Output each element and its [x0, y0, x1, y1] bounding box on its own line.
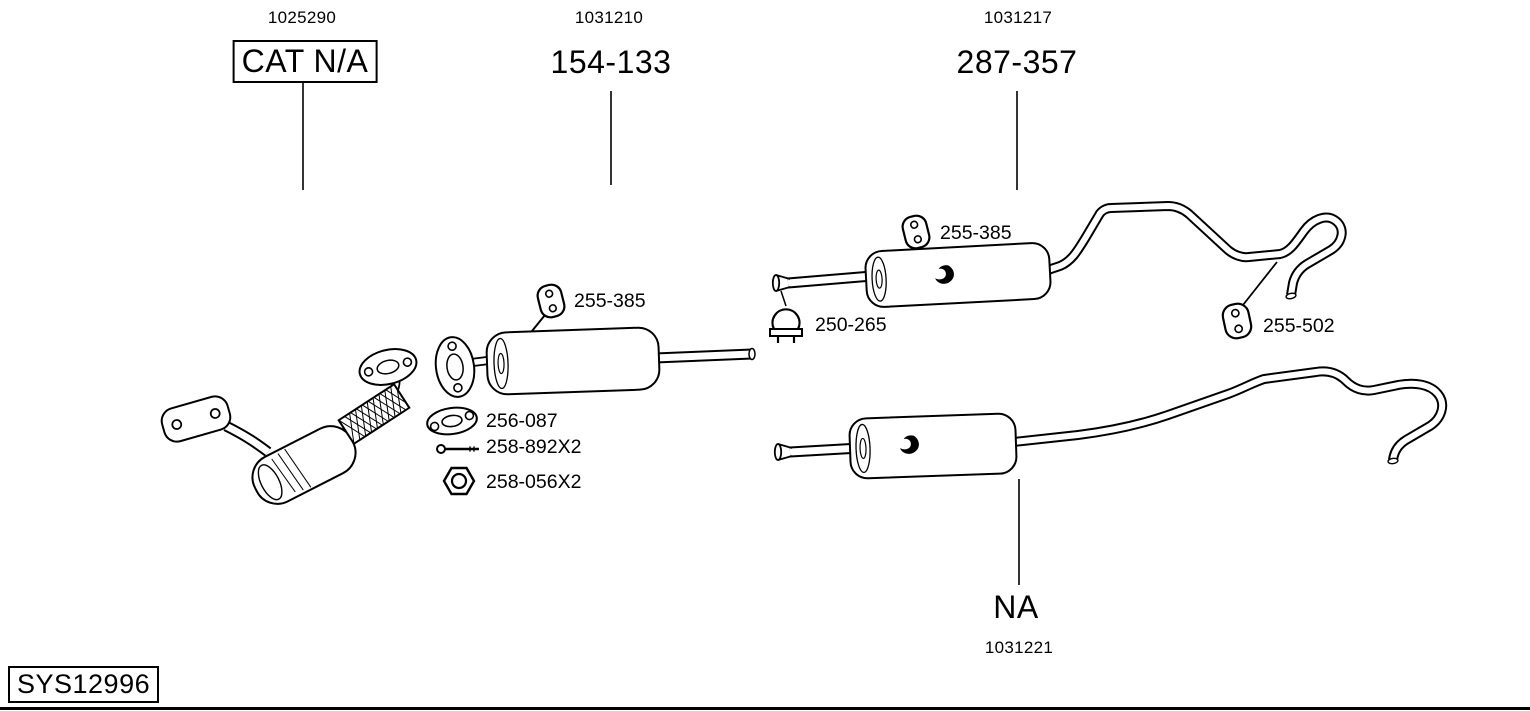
- front-flange: [160, 395, 232, 443]
- middle-muffler-body: [485, 326, 661, 396]
- callout-clamp: 250-265: [815, 314, 887, 336]
- rear-system-lower-drawing: [773, 366, 1448, 480]
- callout-icons: [426, 214, 1278, 496]
- system-code: SYS12996: [8, 666, 160, 703]
- cat-outlet-flange: [358, 348, 418, 386]
- clamp-icon: [769, 308, 803, 343]
- callout-middle-hanger: 255-385: [574, 290, 646, 312]
- part-number-rear: 1031217: [983, 8, 1053, 27]
- variant-title: NA: [993, 589, 1039, 625]
- callout-nut: 258-056X2: [486, 471, 582, 493]
- callout-tail-hanger: 255-502: [1263, 315, 1335, 337]
- variant-part-number: 1031221: [984, 638, 1054, 657]
- gasket-icon: [426, 406, 478, 436]
- hanger-icon-middle: [536, 283, 566, 319]
- rear-system-upper-drawing: [771, 200, 1347, 308]
- nut-icon: [442, 466, 476, 496]
- middle-muffler-drawing: [434, 310, 756, 398]
- part-number-middle: 1031210: [574, 8, 644, 27]
- rear-title: 287-357: [956, 44, 1078, 80]
- part-number-cat: 1025290: [267, 8, 337, 27]
- callout-bolt: 258-892X2: [486, 436, 582, 458]
- bottom-rule: [0, 707, 1530, 710]
- rear-muffler-upper-body: [864, 242, 1052, 308]
- cat-title: CAT N/A: [232, 40, 378, 83]
- muffler-inlet-flange: [434, 336, 476, 398]
- hanger-icon-rear: [901, 214, 931, 250]
- bolt-icon: [436, 444, 479, 454]
- hanger-icon-tail: [1221, 302, 1253, 340]
- system-code-block: SYS12996: [8, 666, 160, 703]
- middle-title: 154-133: [550, 44, 672, 80]
- leader-lines: [302, 83, 1020, 585]
- flex-pipe: [337, 382, 411, 446]
- callout-rear-hanger: 255-385: [940, 222, 1012, 244]
- callout-gasket: 256-087: [486, 410, 558, 432]
- catalytic-converter: [251, 425, 357, 505]
- rear-muffler-lower-body: [848, 412, 1018, 480]
- header-cat: CAT N/A: [232, 40, 378, 83]
- front-pipe-catalyst-drawing: [160, 348, 418, 505]
